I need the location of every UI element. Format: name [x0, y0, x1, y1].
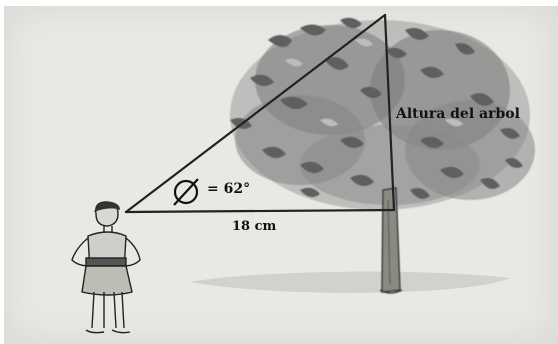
- hypotenuse-line: [124, 13, 387, 214]
- tree-trunk: [379, 187, 403, 294]
- measurement-triangle: [124, 13, 396, 214]
- tree-illustration: [230, 17, 535, 294]
- ground-shadow: [190, 271, 510, 293]
- height-line: [383, 13, 396, 212]
- tree-foliage: [230, 17, 535, 210]
- tree-height-label: Altura del arbol: [396, 106, 520, 122]
- base-distance-label: 18 cm: [232, 219, 277, 234]
- empty-set-angle-icon: [173, 178, 199, 206]
- base-line: [124, 208, 396, 214]
- angle-value-label: = 62°: [207, 181, 251, 197]
- person-illustration: [71, 201, 141, 334]
